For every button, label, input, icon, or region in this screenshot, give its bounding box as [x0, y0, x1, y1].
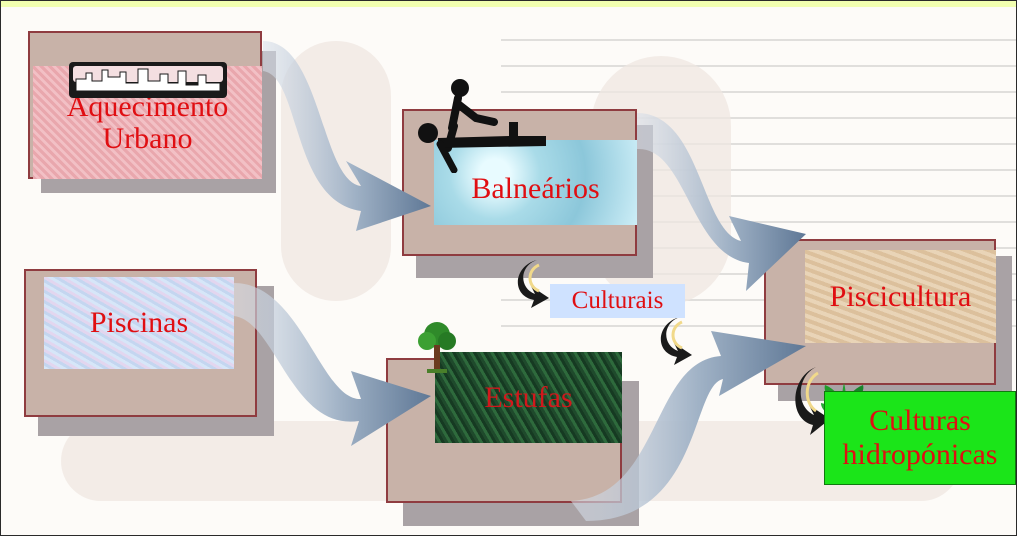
curved-arrow-icon [517, 260, 549, 308]
estufas-label: Estufas [484, 380, 573, 414]
piscinas-box: Piscinas [44, 277, 234, 369]
culturais-label: Culturais [571, 287, 664, 314]
aquecimento-label-line2: Urbano [102, 121, 193, 155]
massage-icon [418, 79, 546, 173]
tree-icon [418, 322, 456, 373]
flow-arrow-estufas-piscicultura [571, 331, 806, 521]
flow-arrow-aquecimento-balnearios [263, 41, 431, 231]
hidroponicas-label-line2: hidropónicas [842, 438, 998, 471]
piscicultura-box: Piscicultura [805, 250, 996, 343]
culturas-hidroponicas-label: Culturas hidropónicas [843, 404, 998, 473]
balnearios-box: Balneários [434, 140, 637, 225]
balnearios-label: Balneários [471, 171, 600, 205]
culturais-box: Culturais [550, 284, 685, 318]
curved-arrow-icon [660, 317, 692, 365]
flow-arrow-balnearios-piscicultura [637, 113, 806, 291]
estufas-box: Estufas [435, 352, 622, 443]
city-skyline-icon [69, 62, 227, 98]
hidroponicas-label-line1: Culturas [869, 403, 971, 437]
curved-arrow-icon [795, 367, 830, 435]
piscinas-label: Piscinas [89, 306, 189, 340]
culturas-hidroponicas-box: Culturas hidropónicas [824, 391, 1016, 485]
top-highlight-strip [1, 1, 1016, 7]
piscicultura-label: Piscicultura [829, 279, 972, 313]
flow-arrow-piscinas-estufas [234, 283, 431, 446]
